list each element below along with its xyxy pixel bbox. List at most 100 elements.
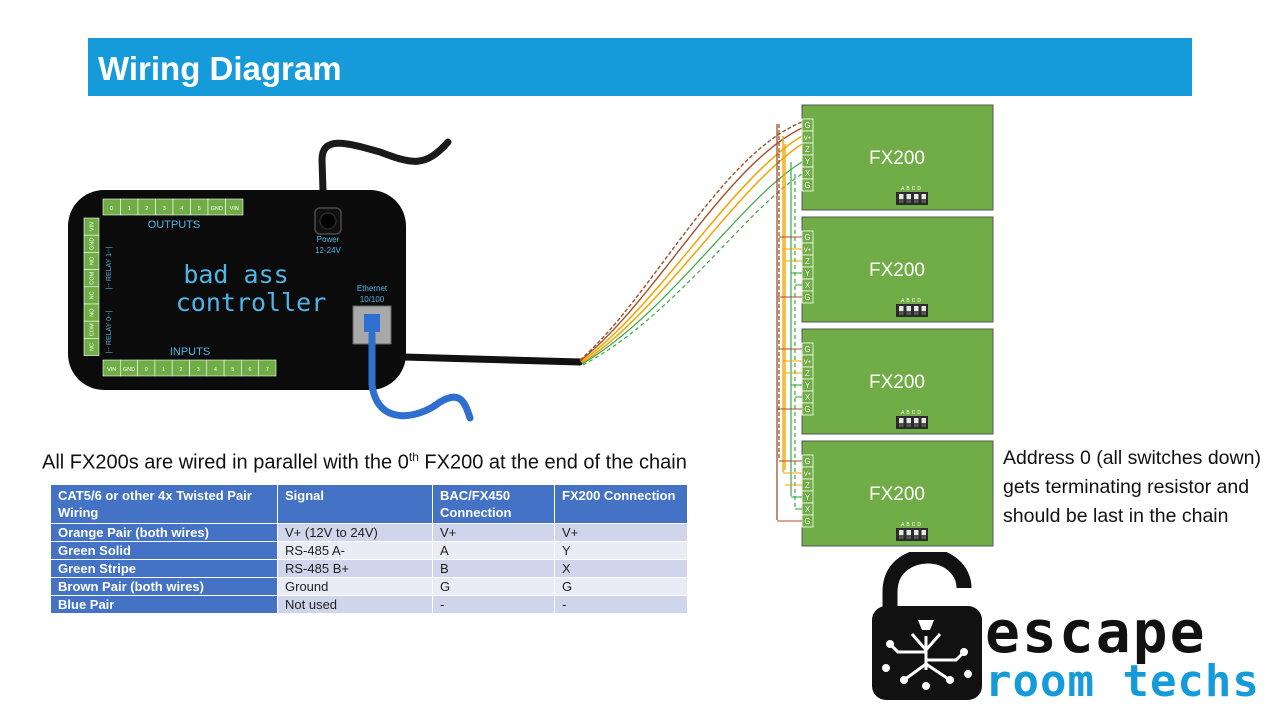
dip-switch-lever <box>899 199 904 203</box>
dip-switch-lever <box>906 311 911 315</box>
fx200-pin-label: V+ <box>804 248 812 254</box>
fx200-pin-label: Z <box>805 145 810 154</box>
fx200-pin-label: X <box>805 505 811 514</box>
fx200-pin-label: G <box>804 121 810 130</box>
table-header-cell: Signal <box>277 484 433 524</box>
input-pin-label: 2 <box>179 367 182 373</box>
outputs-label: OUTPUTS <box>148 219 201 231</box>
power-voltage: 12-24V <box>315 246 341 255</box>
dip-switch-lever <box>906 423 911 427</box>
dip-switch-toggle <box>899 530 904 539</box>
table-cell: - <box>554 595 688 614</box>
dip-switch-lever <box>899 311 904 315</box>
relay-pin-label: NC <box>90 291 96 299</box>
table-cell: Brown Pair (both wires) <box>50 577 278 596</box>
dip-switch-lever <box>899 423 904 427</box>
table-cell: Y <box>554 541 688 560</box>
padlock-logo-icon <box>872 552 982 700</box>
relay-pin-label: NC <box>90 343 96 351</box>
relay-pin <box>83 338 100 356</box>
dip-switch-lever <box>906 535 911 539</box>
relay-pin-label: NO <box>90 308 96 317</box>
table-row: Brown Pair (both wires) Ground G G <box>50 577 688 596</box>
fx200-label: FX200 <box>869 260 925 281</box>
fx200-label: FX200 <box>869 484 925 505</box>
table-cell: Green Solid <box>50 541 278 560</box>
brand-line-1: bad ass <box>183 260 288 289</box>
dip-switch-icon <box>896 528 928 541</box>
table-cell: RS-485 B+ <box>277 559 433 578</box>
dip-switch-toggle <box>906 530 911 539</box>
wire-bundle <box>579 121 803 366</box>
dip-switch-toggle <box>914 530 919 539</box>
fx200-pin-label: Y <box>805 381 811 390</box>
fx200-pin-label: V+ <box>804 472 812 478</box>
dip-switch-lever <box>906 199 911 203</box>
output-pin-label: 4 <box>180 206 183 212</box>
dip-switch-toggle <box>914 306 919 315</box>
table-header-cell: FX200 Connection <box>554 484 688 524</box>
dip-switch-lever <box>914 199 919 203</box>
dip-switch-lever <box>921 535 926 539</box>
table-cell: G <box>554 577 688 596</box>
table-cell: Blue Pair <box>50 595 278 614</box>
table-header-cell: CAT5/6 or other 4x Twisted Pair Wiring <box>50 484 278 524</box>
input-pin-label: 5 <box>231 367 234 373</box>
ethernet-label: Ethernet <box>357 284 388 293</box>
power-label: Power <box>317 235 340 244</box>
fx200-pin-label: V+ <box>804 136 812 142</box>
dip-switch-icon <box>896 192 928 205</box>
dip-switch-toggle <box>899 306 904 315</box>
fx200-pin-label: G <box>804 457 810 466</box>
logo-wordmark-room-techs: room techs <box>985 656 1260 707</box>
relay-pin-label: COM <box>90 323 96 336</box>
fx200-pin-label: Y <box>805 269 811 278</box>
ethernet-port-inner <box>364 314 380 332</box>
dip-switch-lever <box>914 423 919 427</box>
relay-pin-label: COM <box>90 271 96 284</box>
table-cell: RS-485 A- <box>277 541 433 560</box>
table-cell: X <box>554 559 688 578</box>
input-pin-label: VIN <box>107 367 116 373</box>
bus-cable <box>400 353 584 366</box>
input-pin-label: 4 <box>214 367 217 373</box>
dip-switch-letters: ABCD <box>901 410 923 416</box>
table-cell: G <box>432 577 555 596</box>
input-pin-label: 3 <box>197 367 200 373</box>
table-row: Orange Pair (both wires) V+ (12V to 24V)… <box>50 523 688 542</box>
input-pin-label: 6 <box>249 367 252 373</box>
dip-switch-toggle <box>921 306 926 315</box>
dip-switch-toggle <box>906 418 911 427</box>
fx200-pin-label: Z <box>805 481 810 490</box>
ethernet-cable <box>368 330 474 422</box>
relay-pin-label: NO <box>90 256 96 265</box>
dip-switch-toggle <box>921 194 926 203</box>
fx200-pin-label: V+ <box>804 360 812 366</box>
relay-pin-label: VIN <box>90 222 96 231</box>
relay-pin-label: GND <box>90 238 96 250</box>
table-row: Green Solid RS-485 A- A Y <box>50 541 688 560</box>
fx200-pin-label: G <box>804 345 810 354</box>
fx200-label: FX200 <box>869 148 925 169</box>
table-cell: V+ <box>554 523 688 542</box>
controller-body <box>68 190 406 390</box>
input-pin-label: GND <box>123 367 135 373</box>
inputs-label: INPUTS <box>170 346 210 358</box>
fx200-pin-label: X <box>805 393 811 402</box>
table-cell: A <box>432 541 555 560</box>
output-pin-label: 2 <box>145 206 148 212</box>
dip-switch-lever <box>921 199 926 203</box>
dip-switch-lever <box>899 535 904 539</box>
table-row: Blue Pair Not used - - <box>50 595 688 614</box>
dip-switch-toggle <box>914 418 919 427</box>
input-pin <box>258 359 277 377</box>
power-cable <box>318 138 452 226</box>
fx200-pin-label: G <box>804 181 810 190</box>
table-cell: - <box>432 595 555 614</box>
fx200-pin-label: X <box>805 169 811 178</box>
